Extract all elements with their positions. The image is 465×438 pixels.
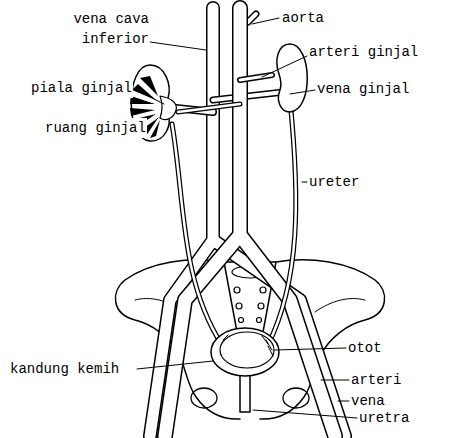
part-label: kandung kemih [9,359,120,379]
vessel-label: arteri ginjal [308,42,419,62]
arteries [165,8,335,436]
part-label: piala ginjal [30,78,133,98]
part-label: uretra [358,408,410,428]
leader-lines [134,18,357,418]
ureter-tube [172,100,296,345]
bladder [211,328,279,412]
vessel-label: vena cava inferior [64,9,150,49]
veins [150,8,345,436]
kidney [277,44,307,112]
vessel-label: aorta [281,8,325,28]
part-label: ruang ginjal [44,118,147,138]
part-label: ureter [308,172,360,192]
vessel-label: arteri [350,370,402,390]
part-label: otot [347,338,383,358]
vessel-label: vena ginjal [316,79,410,99]
